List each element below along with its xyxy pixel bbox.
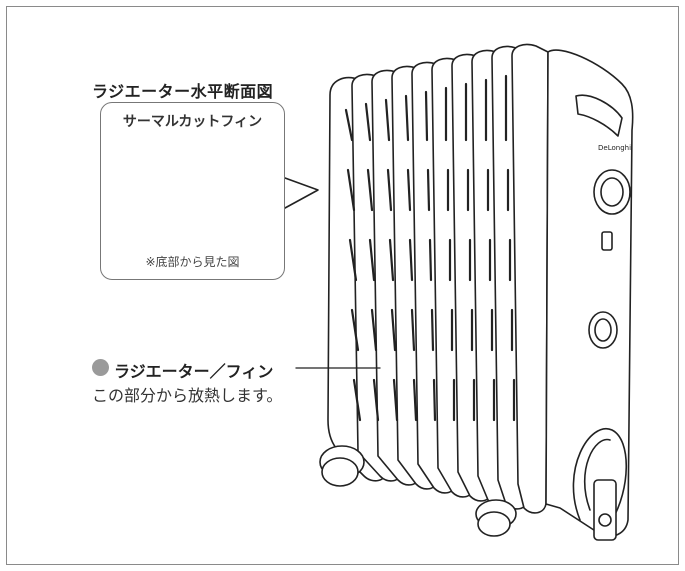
timer-dial — [588, 311, 618, 349]
radiator-fins — [327, 43, 549, 514]
callout-note: ※底部から見た図 — [145, 255, 240, 269]
callout-box: サーマルカットフィン ※底部から見た図 — [100, 102, 285, 280]
callout-pointer — [284, 177, 319, 209]
feature-label: ラジエーター／フィン — [114, 362, 274, 381]
casters — [319, 445, 517, 537]
section-title: ラジエーター水平断面図 — [92, 82, 274, 101]
brand-logo: DeLonghi — [598, 144, 631, 152]
switch — [601, 231, 613, 251]
callout-title: サーマルカットフィン — [122, 114, 263, 130]
plug — [593, 479, 617, 541]
power-cord — [572, 427, 627, 521]
top-handle — [575, 94, 623, 137]
bullet-dot-icon — [92, 359, 109, 376]
fin-slots — [344, 74, 516, 422]
control-panel — [545, 49, 634, 538]
feature-description: この部分から放熱します。 — [92, 386, 283, 405]
thermostat-dial — [593, 169, 631, 215]
